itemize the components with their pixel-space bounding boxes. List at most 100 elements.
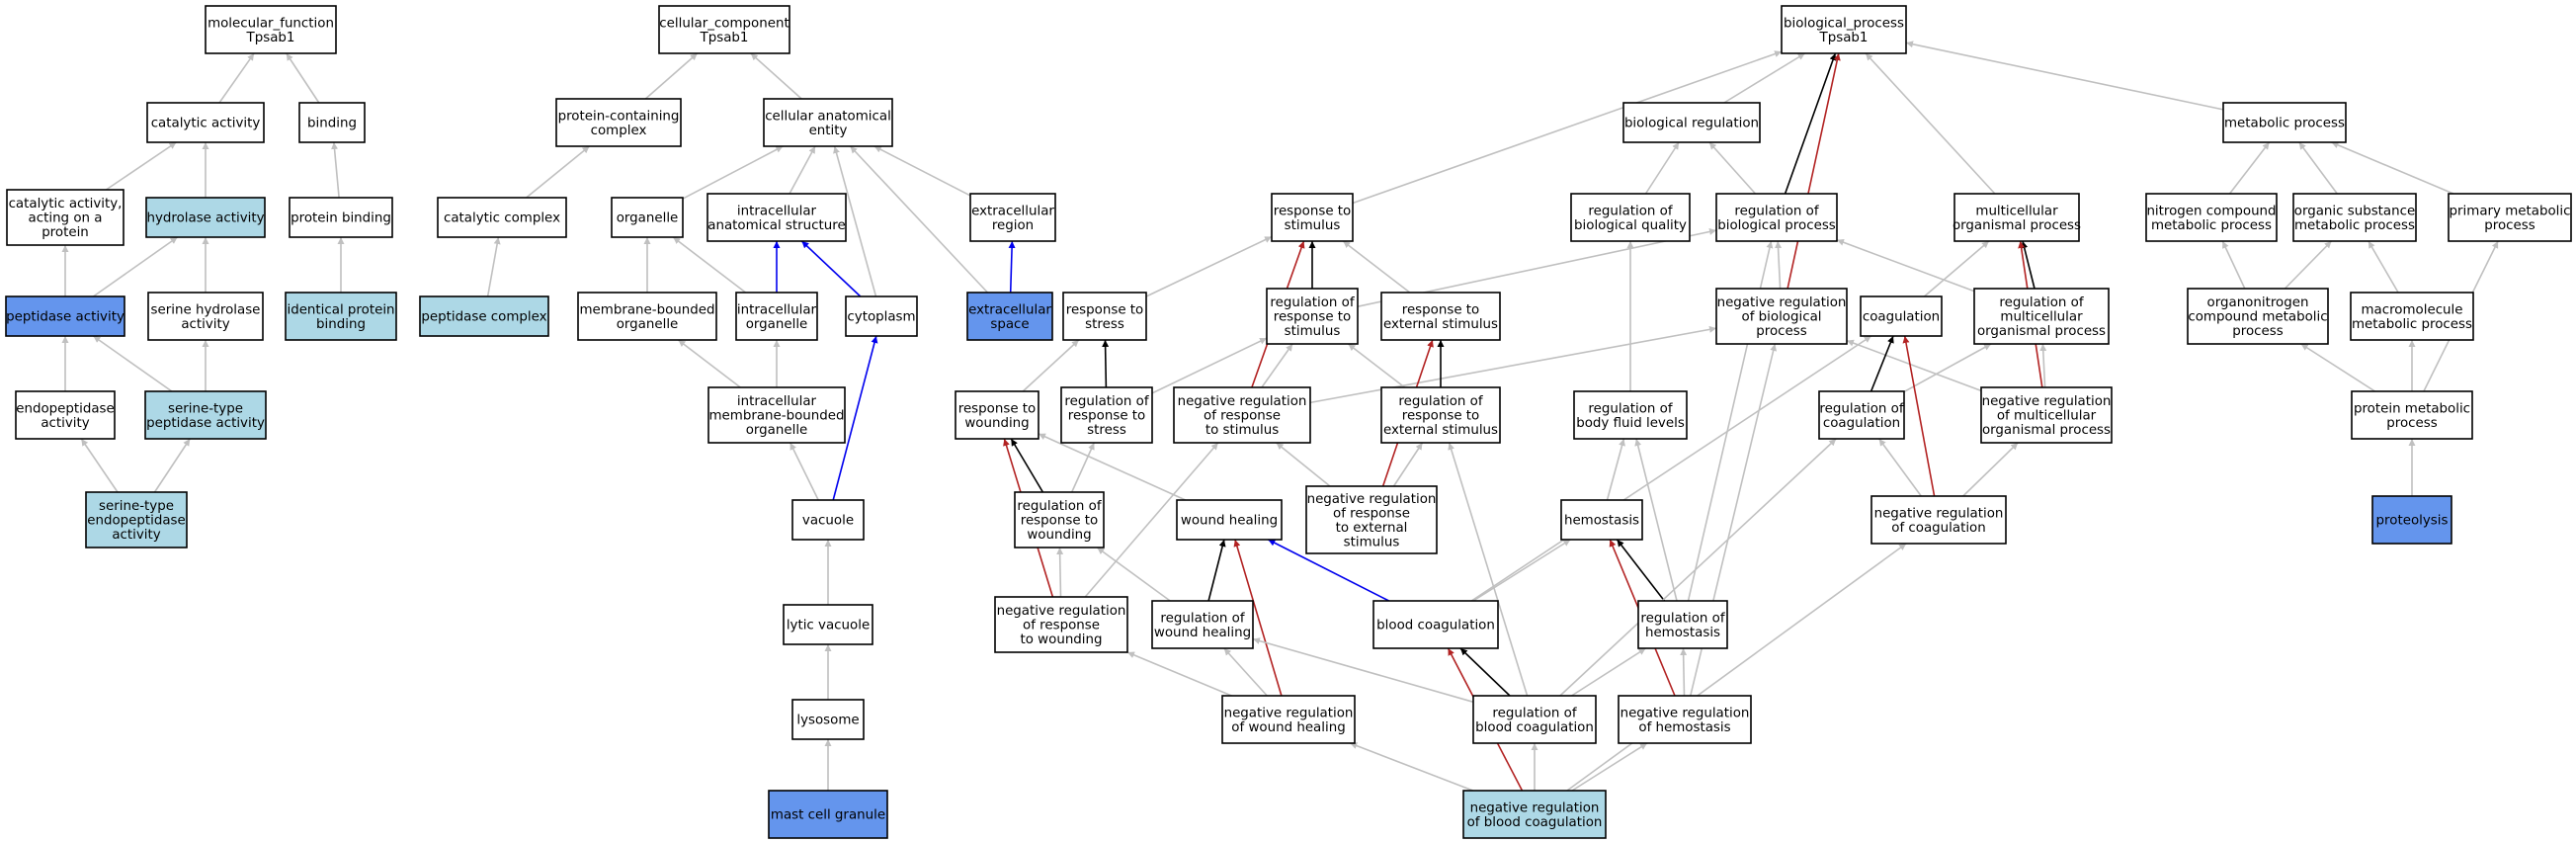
term-label-line: of response <box>1333 506 1410 521</box>
term-node-pept[interactable]: peptidase activity <box>5 295 125 337</box>
term-node-woundheal[interactable]: wound healing <box>1176 499 1283 541</box>
edge-is-a-organelle-to-cellanat <box>682 145 784 200</box>
edge-is-a-vac-to-imbo <box>789 442 819 501</box>
edge-is-a-woundheal-to-respwound <box>1038 433 1187 501</box>
term-label-line: regulation of <box>1017 499 1101 514</box>
term-label-line: of hemostasis <box>1638 720 1730 735</box>
edge-is-a-negregcoag-to-negregmcop <box>1962 442 2019 497</box>
term-node-bioreg[interactable]: biological regulation <box>1622 102 1761 143</box>
term-label-line: negative regulation <box>1717 295 1847 310</box>
edge-part-of-cyto-to-icas <box>800 240 862 297</box>
term-node-metab[interactable]: metabolic process <box>2222 102 2347 143</box>
term-node-hemo[interactable]: hemostasis <box>1560 499 1643 541</box>
term-label-line: hydrolase activity <box>146 211 264 226</box>
term-node-pepcomplex[interactable]: peptidase complex <box>419 295 549 337</box>
edge-is-a-regbloodcoag-to-reghemo <box>1571 647 1646 697</box>
term-label-line: organelle <box>746 423 808 438</box>
term-node-cyto[interactable]: cytoplasm <box>845 295 918 337</box>
term-node-organelle[interactable]: organelle <box>611 197 684 238</box>
term-node-lytvac[interactable]: lytic vacuole <box>783 604 873 645</box>
term-node-bloodcoag[interactable]: blood coagulation <box>1372 600 1499 649</box>
term-node-bind[interactable]: binding <box>298 102 366 143</box>
term-box <box>2448 193 2572 242</box>
term-box <box>1618 695 1752 744</box>
term-label-line: of biological <box>1742 310 1822 325</box>
edge-is-a-regbloodcoag-to-regrespext <box>1448 442 1529 697</box>
term-label-line: response to <box>1402 409 1480 424</box>
term-node-catcomplex[interactable]: catalytic complex <box>437 197 567 238</box>
term-box <box>1305 485 1438 554</box>
term-box <box>707 386 846 444</box>
term-node-vac[interactable]: vacuole <box>791 499 865 541</box>
term-node-proteolysis[interactable]: proteolysis <box>2371 495 2452 545</box>
term-node-cat[interactable]: catalytic activity <box>146 102 265 143</box>
edge-is-a-negregrespwound-to-negregrespstim <box>1084 442 1219 598</box>
edge-is-a-nitro-to-metab <box>2228 141 2271 195</box>
edge-is-a-respstim-to-bp <box>1352 50 1783 205</box>
term-label-line: metabolic process <box>2224 117 2345 131</box>
term-node-mcg[interactable]: mast cell granule <box>768 790 888 839</box>
term-box <box>1271 193 1354 242</box>
term-node-hydro[interactable]: hydrolase activity <box>145 197 266 238</box>
term-label-line: organismal process <box>1977 324 2106 339</box>
edge-is-a-protbind-to-bind <box>331 141 340 199</box>
term-node-protbind[interactable]: protein binding <box>289 197 393 238</box>
term-node-lyso[interactable]: lysosome <box>791 699 865 740</box>
term-box <box>1014 491 1105 548</box>
term-label-line: peptidase activity <box>146 416 265 431</box>
term-box <box>1573 390 1688 440</box>
term-node-coag[interactable]: coagulation <box>1860 295 1943 337</box>
term-label-line: catalytic activity <box>151 117 261 131</box>
edge-is-a-bloodcoag-to-hemo <box>1472 539 1571 602</box>
